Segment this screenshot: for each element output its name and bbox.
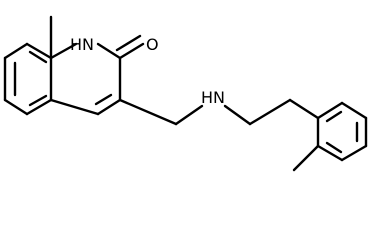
chemical-structure-diagram: H N O H N (3, 15, 368, 172)
amine-hydrogen-label: H (201, 88, 213, 107)
amine-nitrogen-label: N (213, 88, 225, 107)
nh-nitrogen-label: N (82, 35, 94, 54)
carbonyl-oxygen-label: O (146, 35, 159, 54)
benzo-ring (3, 42, 53, 116)
side-chain (118, 98, 320, 126)
tolyl-ring (316, 101, 368, 162)
pyridinone-ring (49, 34, 145, 116)
methyl-bond-tolyl (292, 144, 320, 172)
nh-hydrogen-label: H (70, 35, 82, 54)
